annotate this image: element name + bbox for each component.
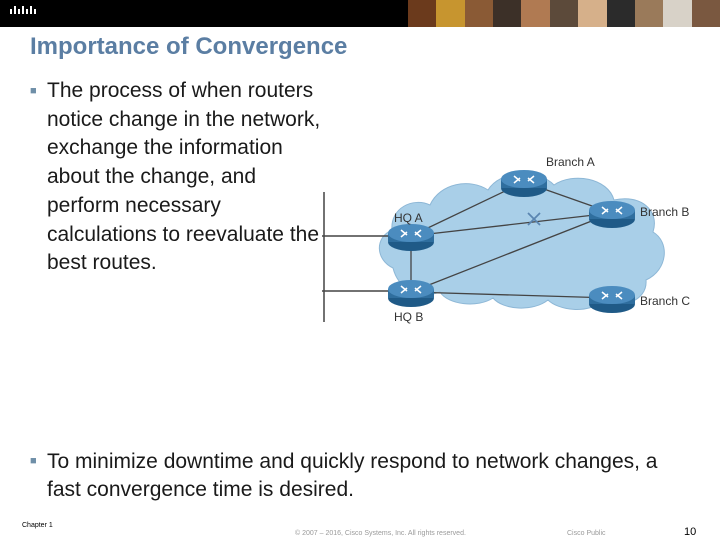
router-hq-b [388, 280, 434, 307]
label-hq-b: HQ B [394, 310, 423, 324]
label-branch-a: Branch A [546, 155, 595, 169]
router-branch-b [589, 201, 635, 228]
square-bullet-icon: ■ [30, 85, 37, 97]
link-hqa-branch-b-failed [410, 212, 613, 237]
bullet-text-2: To minimize downtime and quickly respond… [47, 450, 658, 501]
header-bar [0, 0, 720, 27]
square-bullet-icon: ■ [30, 455, 37, 467]
link-hqb-branch-b [410, 212, 613, 293]
chapter-label: Chapter 1 [22, 522, 53, 529]
page-number: 10 [684, 526, 697, 538]
router-branch-c [589, 286, 635, 313]
router-branch-a [501, 170, 547, 197]
link-failure-icon [527, 212, 541, 226]
network-diagram: Branch A Branch B Branch C HQ A HQ B [322, 155, 690, 324]
copyright-text: © 2007 – 2016, Cisco Systems, Inc. All r… [295, 530, 466, 537]
label-hq-a: HQ A [394, 211, 423, 225]
slide-title: Importance of Convergence [30, 33, 348, 60]
link-hqb-branch-c [410, 291, 613, 299]
label-branch-b: Branch B [640, 205, 689, 219]
header-photo-strip [408, 0, 720, 27]
router-hq-a [388, 224, 434, 251]
classification-text: Cisco Public [567, 530, 606, 537]
bullet-text-1: The process of when routers notice chang… [47, 79, 321, 275]
label-branch-c: Branch C [640, 294, 690, 308]
cisco-logo-icon [10, 6, 36, 14]
